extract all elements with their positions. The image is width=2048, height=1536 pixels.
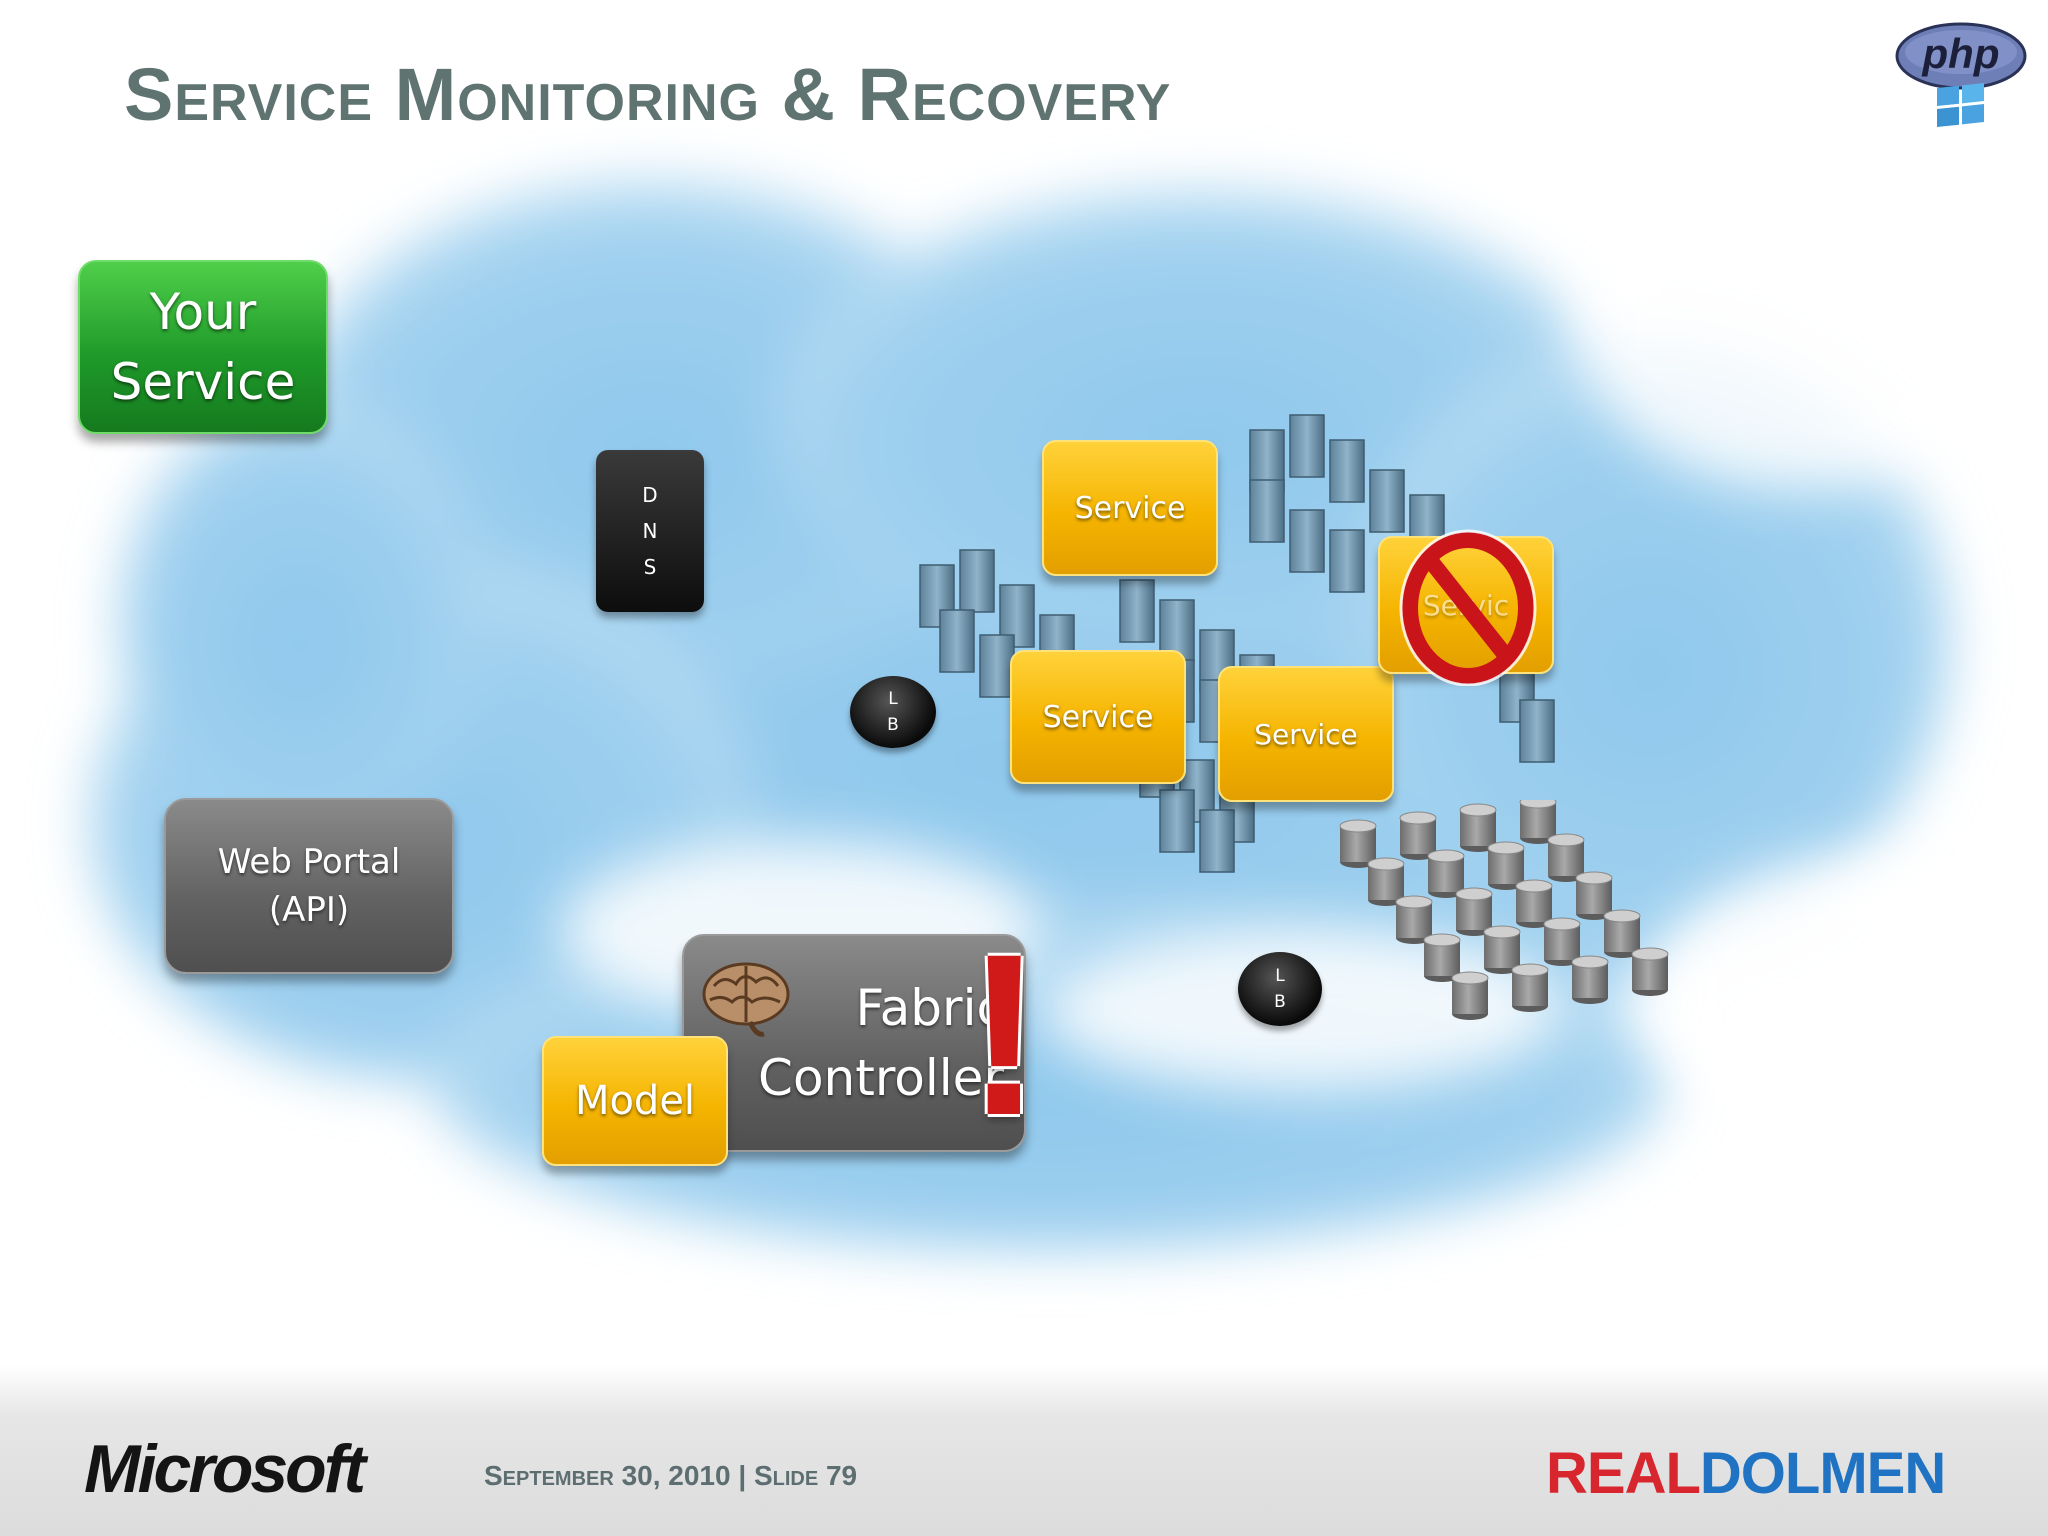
database-cylinder-icon bbox=[1511, 963, 1549, 1012]
model-label: Model bbox=[574, 1078, 696, 1124]
realdolmen-logo-dolmen: DOLMEN bbox=[1699, 1441, 1946, 1506]
fabric-controller-line2: Controller bbox=[758, 1049, 1004, 1107]
lb-bottom-line2: B bbox=[1274, 992, 1286, 1012]
database-cylinder-icon bbox=[1455, 887, 1493, 936]
server-rack-icon bbox=[979, 634, 1015, 698]
php-logo-text: php bbox=[1922, 30, 2000, 77]
load-balancer-bottom[interactable]: L B bbox=[1238, 952, 1322, 1026]
database-cluster bbox=[1339, 800, 1669, 1020]
server-rack-icon bbox=[1119, 579, 1155, 643]
server-rack-icon bbox=[939, 609, 975, 673]
database-cylinder-icon bbox=[1571, 955, 1609, 1004]
server-rack-icon bbox=[959, 549, 995, 613]
alert-exclamation-icon: ! bbox=[966, 906, 1043, 1163]
microsoft-logo: Microsoft bbox=[84, 1431, 366, 1507]
database-cylinder-icon bbox=[1631, 947, 1669, 996]
php-windows-logo: php bbox=[1895, 22, 2027, 127]
server-rack-icon bbox=[1199, 809, 1235, 873]
server-rack-icon bbox=[1289, 509, 1325, 573]
slide-title: Service Monitoring & Recovery bbox=[124, 53, 1172, 136]
your-service-line1: Your bbox=[149, 283, 257, 341]
server-rack-icon bbox=[1329, 439, 1365, 503]
fabric-controller-line1: Fabric bbox=[855, 979, 1005, 1037]
lb-top-line2: B bbox=[887, 715, 899, 735]
prohibited-icon bbox=[1399, 529, 1537, 686]
database-cylinder-icon bbox=[1399, 811, 1437, 860]
service-box-2[interactable]: Service bbox=[1010, 650, 1186, 784]
footer-bar bbox=[0, 1365, 2048, 1536]
server-rack-icon bbox=[1369, 469, 1405, 533]
database-cylinder-icon bbox=[1395, 895, 1433, 944]
lb-top-line1: L bbox=[888, 689, 898, 709]
dns-box[interactable]: D N S bbox=[596, 450, 704, 612]
database-cylinder-icon bbox=[1603, 909, 1641, 958]
your-service-box[interactable]: Your Service bbox=[78, 260, 328, 434]
database-cylinder-icon bbox=[1427, 849, 1465, 898]
brain-icon bbox=[702, 962, 790, 1037]
database-cylinder-icon bbox=[1515, 879, 1553, 928]
lb-bottom-line1: L bbox=[1275, 966, 1285, 986]
footer-date-slide: September 30, 2010 | Slide 79 bbox=[484, 1460, 858, 1491]
server-rack-icon bbox=[1519, 699, 1555, 763]
web-portal-box[interactable]: Web Portal (API) bbox=[164, 798, 454, 974]
database-cylinder-icon bbox=[1367, 857, 1405, 906]
realdolmen-logo: REALDOLMEN bbox=[1546, 1440, 1946, 1507]
dns-letter-s: S bbox=[643, 555, 657, 579]
server-rack-icon bbox=[1249, 479, 1285, 543]
service-box-1[interactable]: Service bbox=[1042, 440, 1218, 576]
database-cylinder-icon bbox=[1543, 917, 1581, 966]
database-cylinder-icon bbox=[1575, 871, 1613, 920]
server-rack-icon bbox=[1159, 789, 1195, 853]
database-cylinder-icon bbox=[1451, 971, 1489, 1020]
model-box[interactable]: Model bbox=[542, 1036, 728, 1166]
database-cylinder-icon bbox=[1339, 819, 1377, 868]
database-cylinder-icon bbox=[1423, 933, 1461, 982]
database-cylinder-icon bbox=[1487, 841, 1525, 890]
service-label-1: Service bbox=[1074, 490, 1186, 526]
database-cylinder-icon bbox=[1483, 925, 1521, 974]
dns-letter-n: N bbox=[642, 519, 658, 543]
server-rack-icon bbox=[1329, 529, 1365, 593]
cloud-background bbox=[90, 170, 2048, 1250]
web-portal-line2: (API) bbox=[268, 890, 350, 930]
your-service-line2: Service bbox=[110, 353, 296, 411]
database-cylinder-icon bbox=[1547, 833, 1585, 882]
service-box-3[interactable]: Service bbox=[1218, 666, 1394, 802]
web-portal-line1: Web Portal bbox=[217, 842, 401, 882]
database-cylinder-icon bbox=[1519, 800, 1557, 844]
dns-letter-d: D bbox=[642, 483, 658, 507]
service-label-2: Service bbox=[1042, 699, 1154, 735]
server-rack-icon bbox=[1289, 414, 1325, 478]
database-cylinder-icon bbox=[1459, 803, 1497, 852]
realdolmen-logo-real: REAL bbox=[1546, 1441, 1701, 1506]
load-balancer-top[interactable]: L B bbox=[850, 676, 936, 748]
service-label-3: Service bbox=[1254, 717, 1358, 751]
